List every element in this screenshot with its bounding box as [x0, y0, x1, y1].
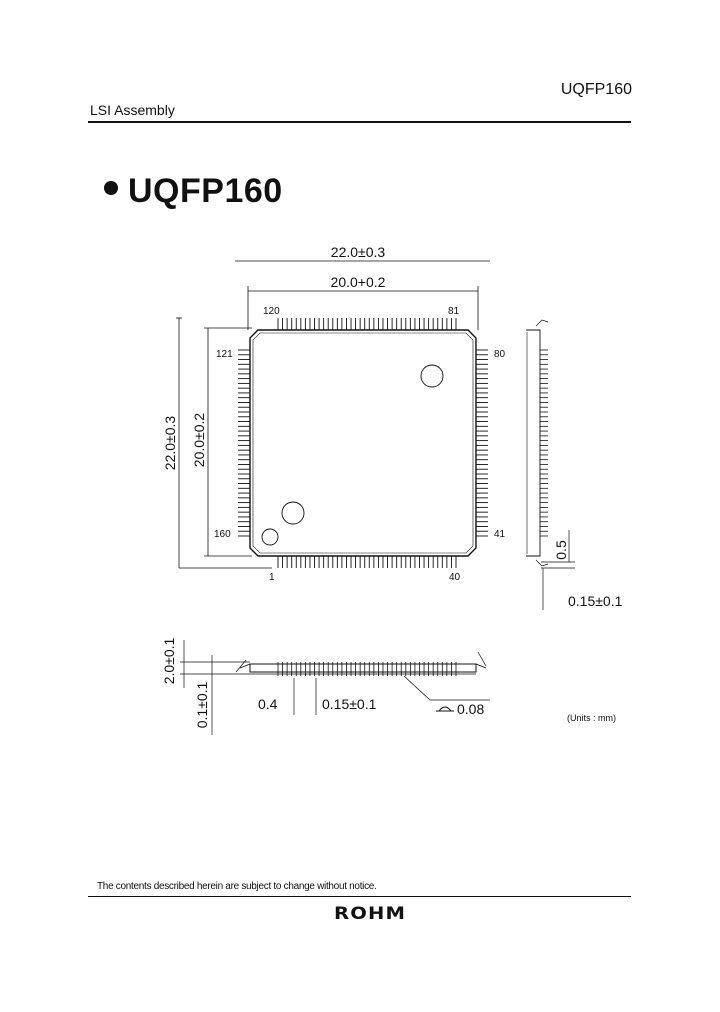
package-body — [249, 329, 477, 557]
body-width-dim: 20.0+0.2 — [331, 274, 386, 290]
front-body-taper — [239, 663, 487, 669]
outer-width-dim: 22.0±0.3 — [331, 244, 386, 260]
pin-label-41: 41 — [494, 529, 506, 540]
page-title: UQFP160 — [128, 172, 283, 210]
pin-label-160: 160 — [214, 529, 231, 540]
coplanarity-leader — [403, 675, 490, 701]
body-height-dim: 20.0±0.2 — [191, 413, 207, 468]
package-body-inner — [252, 332, 474, 554]
lead-length-dim: 0.5 — [553, 540, 569, 560]
pin-row-top — [277, 318, 457, 330]
pin-label-80: 80 — [494, 349, 506, 360]
pin1-index-circle — [261, 528, 279, 546]
header-rule — [88, 121, 631, 123]
ejector-mark-circle — [420, 364, 444, 388]
lead-width-dim: 0.15±0.1 — [322, 696, 377, 712]
pin-column-left — [238, 349, 250, 537]
pin-label-120: 120 — [263, 306, 280, 317]
title-bullet — [104, 181, 118, 195]
pin-column-right — [476, 349, 488, 537]
side-body-outline — [526, 329, 541, 557]
coplanarity-dim: 0.08 — [457, 701, 484, 717]
units-note: (Units : mm) — [567, 713, 616, 723]
pin-row-bottom — [277, 556, 457, 568]
footer-rule — [88, 896, 631, 897]
side-lead-top-bend — [535, 319, 549, 327]
outer-height-dim: 22.0±0.3 — [162, 416, 178, 471]
pitch-dim: 0.4 — [258, 696, 278, 712]
front-view: 2.0±0.1 0.1±0.1 0.4 0.15±0.1 0.08 — [161, 637, 490, 735]
top-view: 22.0±0.3 20.0+0.2 22.0±0.3 20.0±0.2 120 … — [162, 244, 506, 583]
rohm-logo: ROHM — [334, 904, 407, 924]
height-dim: 2.0±0.1 — [161, 637, 177, 684]
side-view: 0.5 0.15±0.1 — [526, 319, 623, 610]
footer-notice: The contents described herein are subjec… — [97, 881, 377, 892]
document-code: UQFP160 — [560, 81, 632, 98]
pin-label-40: 40 — [449, 572, 461, 583]
pin-label-121: 121 — [216, 349, 233, 360]
coplanarity-symbol-icon — [436, 706, 454, 712]
pin-label-1: 1 — [269, 572, 275, 583]
side-lead-bottom-bend — [535, 559, 549, 567]
standoff-dim: 0.1±0.1 — [194, 681, 210, 728]
lead-thickness-dim: 0.15±0.1 — [568, 593, 623, 609]
section-label: LSI Assembly — [90, 102, 175, 118]
pin-label-81: 81 — [448, 306, 460, 317]
ejector-mark-circle-2 — [281, 501, 305, 525]
front-lead-ends — [235, 651, 487, 673]
side-lead-row — [540, 349, 548, 537]
front-body — [249, 663, 477, 673]
